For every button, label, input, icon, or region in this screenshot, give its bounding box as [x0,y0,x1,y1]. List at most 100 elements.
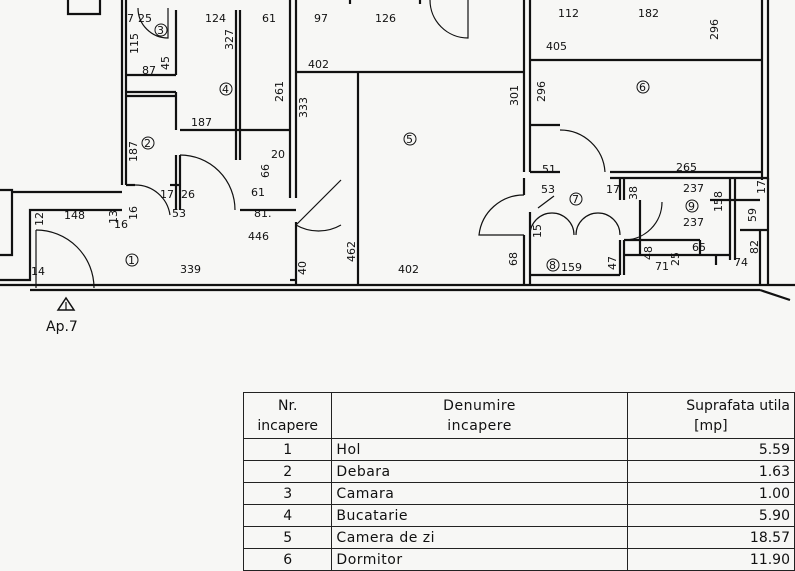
dimension-label: 38 [627,186,640,200]
dimension-label: 40 [296,261,309,275]
dimension-label: 237 [683,216,704,229]
dimension-label: 13 [107,210,120,224]
header-area: Suprafata utila [mp] [626,392,795,439]
room-marker-8: 8 [549,259,556,272]
dimension-label: 97 [314,12,328,25]
row-area: 1.63 [626,460,795,483]
dimension-label: 17 [755,180,768,194]
room-marker-7: 7 [572,193,579,206]
header-nr-line2: incapere [257,417,319,434]
dimension-label: 25 [669,252,682,266]
header-name: Denumire incapere [331,392,628,439]
dimension-label: 68 [507,252,520,266]
dimension-label: 112 [558,7,579,20]
table-row: 2 Debara 1.63 [242,460,795,483]
table-row: 4 Bucatarie 5.90 [242,504,795,527]
dimension-label: 265 [676,161,697,174]
apartment-label: Ap.7 [46,319,78,335]
walls [0,0,795,302]
dimension-label: 51 [542,163,556,176]
dimension-label: 12 [33,212,46,226]
dimension-label: 71 [655,260,669,273]
table-row: 3 Camara 1.00 [242,482,795,505]
dimension-label: 405 [546,40,567,53]
dimension-label: 158 [712,191,725,212]
dimension-label: 15 [531,224,544,238]
row-name: Debara [331,460,628,483]
room-markers: 1 2 3 4 5 6 7 8 9 [125,23,699,272]
row-area: 5.59 [626,438,795,461]
row-nr: 4 [242,504,333,527]
dimension-label: 61 [251,186,265,199]
dimension-label: 187 [191,116,212,129]
dimension-label: 126 [375,12,396,25]
dimension-label: 20 [271,148,285,161]
dimension-label: 47 [606,256,619,270]
row-name: Bucatarie [331,504,628,527]
dimension-label: 61 [262,12,276,25]
dimension-label: 237 [683,182,704,195]
dimension-label: 14 [31,265,45,278]
dimension-label: 301 [508,85,521,106]
dimension-label: 261 [273,81,286,102]
apartment-marker: Ap.7 [46,296,78,335]
dimension-label: 16 [114,218,128,231]
dimension-label: 327 [223,29,236,50]
row-name: Camara [331,482,628,505]
header-area-line2: [mp] [694,417,728,434]
dimension-label: 45 [159,56,172,70]
doors [35,0,663,289]
table-header-row: Nr. incapere Denumire incapere Suprafata… [242,392,795,439]
room-marker-5: 5 [406,133,413,146]
dimension-label: 115 [128,33,141,54]
dimension-label: 65 [692,241,706,254]
dimension-label: 74 [734,256,748,269]
dimension-label: 7 [127,12,134,25]
table-row: 5 Camera de zi 18.57 [242,526,795,549]
dimension-label: 16 [127,206,140,220]
dimension-label: 402 [398,263,419,276]
table-row: 6 Dormitor 11.90 [242,548,795,571]
row-area: 11.90 [626,548,795,571]
dimension-label: 159 [561,261,582,274]
dimension-label: 25 [138,12,152,25]
room-marker-3: 3 [157,24,164,37]
dimension-label: 187 [127,141,140,162]
row-name: Hol [331,438,628,461]
table-row: 1 Hol 5.59 [242,438,795,461]
room-marker-2: 2 [144,137,151,150]
row-area: 1.00 [626,482,795,505]
dimension-labels: 7 25 124 61 97 126 112 182 296 115 327 8… [31,7,768,278]
header-nr: Nr. incapere [242,392,333,439]
dimension-label: 53 [172,207,186,220]
row-name: Camera de zi [331,526,628,549]
room-area-table: Nr. incapere Denumire incapere Suprafata… [242,392,795,571]
dimension-label: 124 [205,12,226,25]
dimension-label: 182 [638,7,659,20]
row-name: Dormitor [331,548,628,571]
dimension-label: 53 [541,183,555,196]
dimension-label: 446 [248,230,269,243]
room-marker-4: 4 [222,83,229,96]
dimension-label: 87 [142,64,156,77]
row-nr: 1 [242,438,333,461]
row-area: 5.90 [626,504,795,527]
row-nr: 3 [242,482,333,505]
room-marker-9: 9 [688,200,695,213]
room-marker-1: 1 [128,254,135,267]
dimension-label: 339 [180,263,201,276]
row-nr: 6 [242,548,333,571]
dimension-label: 296 [708,19,721,40]
row-area: 18.57 [626,526,795,549]
header-name-line2: incapere [447,417,512,434]
room-marker-6: 6 [639,81,646,94]
header-name-line1: Denumire [443,397,516,414]
dimension-label: 81. [254,207,272,220]
dimension-label: 462 [345,241,358,262]
header-area-line1: Suprafata utila [686,397,790,414]
dimension-label: 66 [259,164,272,178]
dimension-label: 26 [181,188,195,201]
header-nr-line1: Nr. [278,397,298,414]
dimension-label: 296 [535,81,548,102]
